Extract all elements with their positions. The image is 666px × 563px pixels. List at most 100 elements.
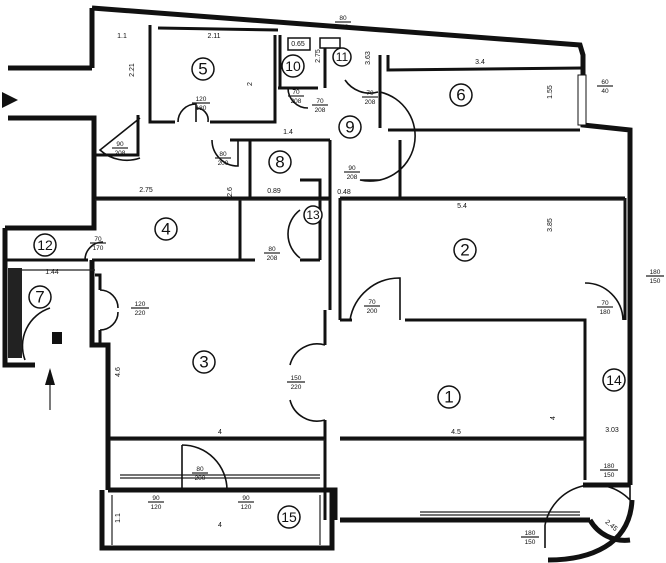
room-13-label: 13: [303, 205, 323, 225]
svg-text:70: 70: [316, 98, 324, 105]
room-14-label: 14: [602, 368, 626, 392]
room-5-label: 5: [191, 57, 215, 81]
dim-label: 4: [218, 522, 222, 529]
door-room3: [289, 343, 326, 422]
dim-label: 2.45: [603, 519, 618, 533]
svg-text:8: 8: [275, 153, 284, 172]
svg-text:80: 80: [339, 15, 347, 22]
doors: [21, 79, 635, 563]
dim-label: 2.21: [129, 63, 136, 77]
svg-text:200: 200: [367, 308, 378, 315]
dim-label: 0.89: [267, 188, 281, 195]
dim-label: 5.4: [457, 203, 467, 210]
svg-text:90: 90: [152, 495, 160, 502]
meter-icon: [52, 332, 62, 344]
svg-text:120: 120: [135, 301, 146, 308]
room-10-label: 10: [281, 54, 305, 78]
svg-text:7: 7: [35, 288, 44, 307]
dim-label: 1.1: [115, 513, 122, 523]
door-room8: [211, 139, 239, 167]
door-room9: [359, 91, 416, 182]
svg-text:170: 170: [93, 245, 104, 252]
dim-label: 3.63: [365, 51, 372, 65]
svg-text:10: 10: [285, 58, 301, 74]
dim-label: 4.5: [451, 429, 461, 436]
svg-text:11: 11: [336, 50, 349, 64]
dim-label: 1.1: [117, 33, 127, 40]
door-room15: [181, 444, 228, 491]
svg-text:70: 70: [292, 89, 300, 96]
svg-text:208: 208: [115, 150, 126, 157]
svg-text:2: 2: [460, 241, 469, 260]
wardrobe-block: [8, 268, 22, 358]
dim-label: 0.48: [337, 189, 351, 196]
svg-text:90: 90: [242, 495, 250, 502]
vent-box: [319, 37, 341, 49]
svg-text:150: 150: [650, 278, 661, 285]
svg-text:3: 3: [199, 353, 208, 372]
north-arrow-icon: [45, 368, 55, 385]
svg-text:70: 70: [366, 90, 374, 97]
svg-text:1: 1: [444, 388, 453, 407]
room-2-label: 2: [453, 238, 477, 262]
svg-text:180: 180: [600, 309, 611, 316]
svg-text:180: 180: [525, 530, 536, 537]
dim-label: 2: [247, 82, 254, 86]
shaft-box: [287, 37, 311, 51]
svg-text:13: 13: [306, 208, 320, 222]
room-12-label: 12: [33, 233, 57, 257]
svg-text:208: 208: [291, 98, 302, 105]
room-6-label: 6: [449, 83, 473, 107]
bay-window: [544, 483, 631, 548]
interior-walls: [5, 25, 627, 520]
svg-text:70: 70: [368, 299, 376, 306]
svg-text:90: 90: [116, 141, 124, 148]
svg-text:70: 70: [94, 236, 102, 243]
dim-label: 1.44: [45, 269, 59, 276]
svg-text:9: 9: [345, 118, 354, 137]
door-room10: [287, 87, 309, 109]
dim-label: 2.11: [207, 33, 220, 40]
svg-text:80: 80: [219, 151, 227, 158]
dim-label: 2.75: [139, 187, 153, 194]
svg-text:200: 200: [195, 475, 206, 482]
svg-text:220: 220: [291, 384, 302, 391]
svg-text:220: 220: [135, 310, 146, 317]
door-room12: [84, 241, 104, 261]
svg-text:180: 180: [650, 269, 661, 276]
radiator: [577, 74, 587, 126]
svg-text:150: 150: [291, 375, 302, 382]
svg-text:90: 90: [348, 165, 356, 172]
dim-label: 4: [218, 429, 222, 436]
room-8-label: 8: [268, 150, 292, 174]
dim-label: 1.4: [283, 129, 293, 136]
svg-text:4: 4: [161, 220, 170, 239]
door-room13: [287, 209, 301, 259]
entry-marks: [2, 37, 587, 410]
dim-label: 4.6: [115, 367, 122, 377]
svg-text:208: 208: [267, 255, 278, 262]
room-7-label: 7: [28, 285, 52, 309]
door-corridor: [98, 117, 141, 162]
room-1-label: 1: [437, 385, 461, 409]
door-room5-b: [195, 107, 209, 123]
room-11-label: 11: [332, 47, 352, 67]
door-room14: [584, 282, 624, 321]
room-4-label: 4: [154, 217, 178, 241]
svg-text:60: 60: [601, 79, 609, 86]
svg-text:208: 208: [365, 99, 376, 106]
thin-lines: [20, 199, 625, 545]
dim-label: 0.65: [291, 41, 305, 48]
